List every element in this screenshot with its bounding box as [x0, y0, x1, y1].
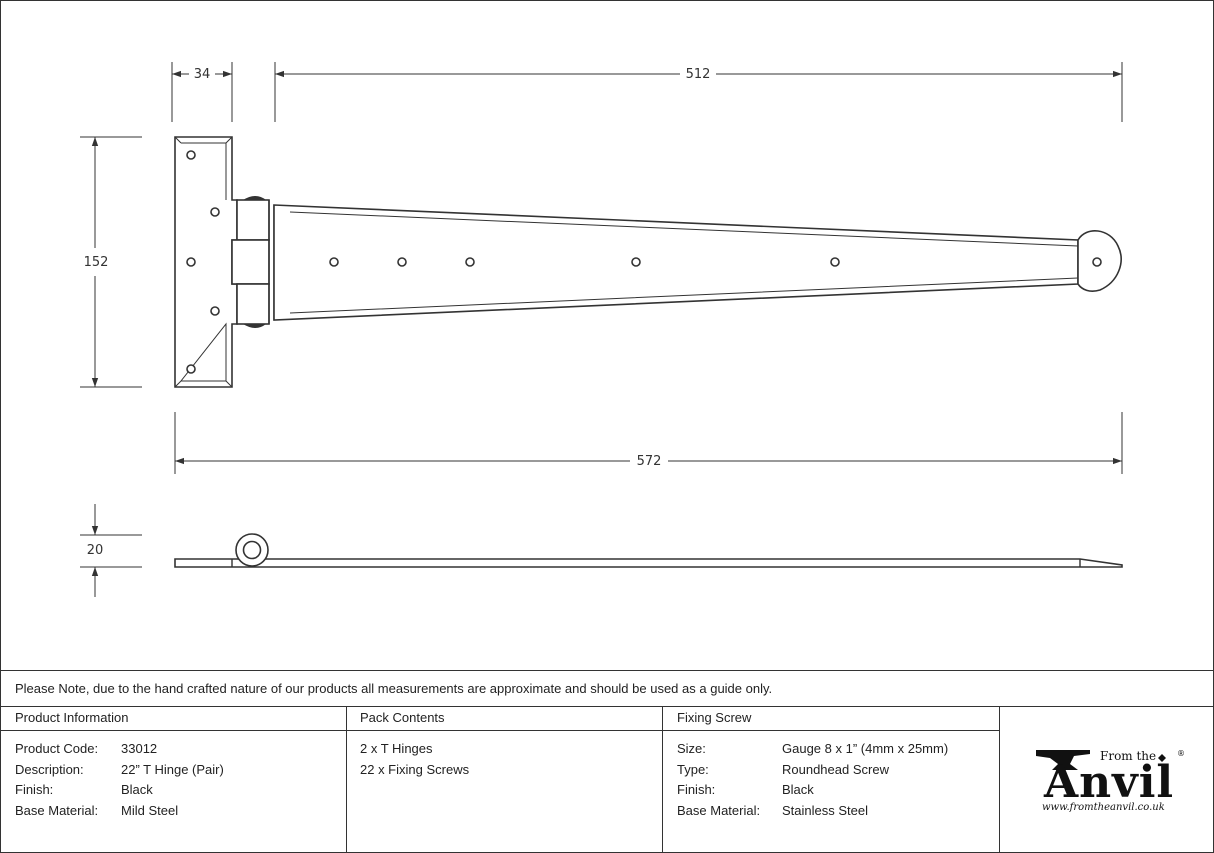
side-view-plate	[174, 558, 1123, 568]
logo-name: Anvil	[1043, 757, 1174, 808]
divider	[0, 670, 1214, 671]
screw-holes	[186, 150, 1102, 374]
dimension-height: 152	[80, 136, 142, 388]
dim-label-flap-width: 34	[194, 67, 211, 82]
dim-label-height: 152	[84, 255, 109, 270]
anvil-icon	[1036, 750, 1090, 770]
hinge-knuckle-top	[236, 199, 270, 241]
technical-drawing: 34 512 152	[80, 62, 1123, 597]
screw-finish-value: Black	[782, 782, 814, 797]
product-code-value: 33012	[121, 741, 158, 756]
finish-value: Black	[121, 782, 153, 797]
hinge-knuckle-bottom	[236, 283, 270, 325]
hinge-side-view	[174, 533, 1123, 568]
base-material-label: Base Material:	[15, 803, 99, 818]
divider	[662, 706, 663, 853]
screw-size-label: Size:	[677, 741, 706, 756]
dimension-thickness: 20	[80, 504, 142, 597]
pack-item: 2 x T Hinges	[360, 741, 433, 756]
screw-finish-label: Finish:	[677, 782, 716, 797]
screw-type-label: Type:	[677, 762, 709, 777]
description-value: 22” T Hinge (Pair)	[121, 762, 224, 777]
screw-material-value: Stainless Steel	[782, 803, 868, 818]
pack-contents-heading: Pack Contents	[360, 710, 445, 725]
divider	[0, 730, 999, 731]
dim-label-strap-length: 512	[686, 67, 711, 82]
from-the-anvil-logo: From the Anvil ® www.fromtheanvil.co.uk	[1036, 749, 1185, 813]
divider	[0, 706, 1214, 707]
dimension-flap-width: 34	[171, 62, 233, 122]
divider	[999, 706, 1000, 853]
screw-type-value: Roundhead Screw	[782, 762, 889, 777]
hinge-front-view	[174, 136, 1122, 388]
hinge-strap-bevel	[289, 211, 1079, 314]
dimension-overall-length: 572	[174, 412, 1123, 474]
hinge-strap	[273, 204, 1079, 321]
finish-label: Finish:	[15, 782, 54, 797]
description-label: Description:	[15, 762, 84, 777]
hinge-pin-top	[243, 196, 266, 200]
screw-material-label: Base Material:	[677, 803, 761, 818]
fixing-screw-heading: Fixing Screw	[677, 710, 752, 725]
measurement-note: Please Note, due to the hand crafted nat…	[15, 681, 773, 696]
screw-size-value: Gauge 8 x 1” (4mm x 25mm)	[782, 741, 949, 756]
hinge-knuckle-middle	[231, 239, 270, 285]
hinge-pin-bottom	[243, 324, 266, 328]
pack-item: 22 x Fixing Screws	[360, 762, 470, 777]
dim-label-overall-length: 572	[637, 454, 662, 469]
logo-url: www.fromtheanvil.co.uk	[1042, 802, 1165, 813]
divider	[346, 706, 347, 853]
registered-mark: ®	[1177, 749, 1185, 758]
product-info-heading: Product Information	[15, 710, 129, 725]
base-material-value: Mild Steel	[121, 803, 179, 818]
dim-label-thickness: 20	[87, 543, 104, 558]
product-code-label: Product Code:	[15, 741, 99, 756]
logo-from-the: From the	[1100, 749, 1156, 763]
diamond-icon	[1158, 754, 1166, 762]
side-view-knuckle-pin	[242, 540, 262, 560]
dimension-strap-length: 512	[274, 62, 1123, 122]
hinge-flap-bevel	[174, 136, 233, 388]
